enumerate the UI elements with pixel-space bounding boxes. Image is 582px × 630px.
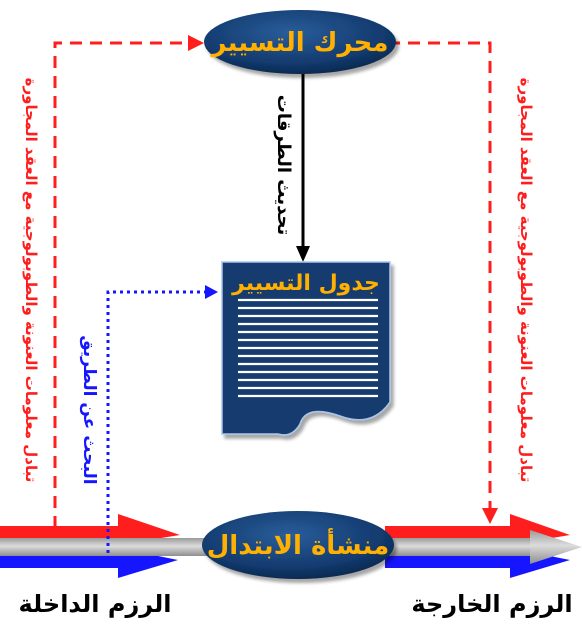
- lookup-arrowhead: [205, 285, 218, 299]
- exchange-label-left: تبادل معلومات العنونة والطوبولوجية مع ال…: [22, 78, 40, 483]
- left-dashed-arrowhead: [188, 35, 204, 51]
- update-routes-label: تحديث الطرقات: [273, 95, 294, 236]
- routing-engine-node: محرك التسيير: [204, 10, 396, 74]
- red-flow-arrow-left: [0, 514, 180, 545]
- packet-flow-arrows: [0, 514, 582, 578]
- exchange-label-right: تبادل معلومات العنونة والطوبولوجية مع ال…: [517, 78, 535, 483]
- incoming-packets-label: الرزم الداخلة: [19, 590, 172, 618]
- right-dashed-line: [388, 41, 492, 508]
- routing-table-title: جدول التسيير: [231, 271, 380, 296]
- neighbor-exchange-lines: [53, 41, 492, 528]
- right-dashed-arrowhead: [482, 508, 498, 524]
- switching-fabric-label: منشأة الابتدال: [207, 528, 389, 561]
- left-dashed-line: [53, 41, 192, 528]
- lookup-route-label: البحث عن الطريق: [79, 335, 99, 484]
- routing-engine-label: محرك التسيير: [209, 28, 388, 58]
- update-arrowhead: [296, 246, 310, 262]
- outgoing-packets-label: الرزم الخارجة: [411, 590, 572, 618]
- routing-table-lines: [238, 298, 378, 398]
- lookup-dotted-line: [106, 290, 205, 560]
- red-flow-arrow-right: [385, 514, 570, 545]
- switching-fabric-node: منشأة الابتدال: [202, 511, 394, 579]
